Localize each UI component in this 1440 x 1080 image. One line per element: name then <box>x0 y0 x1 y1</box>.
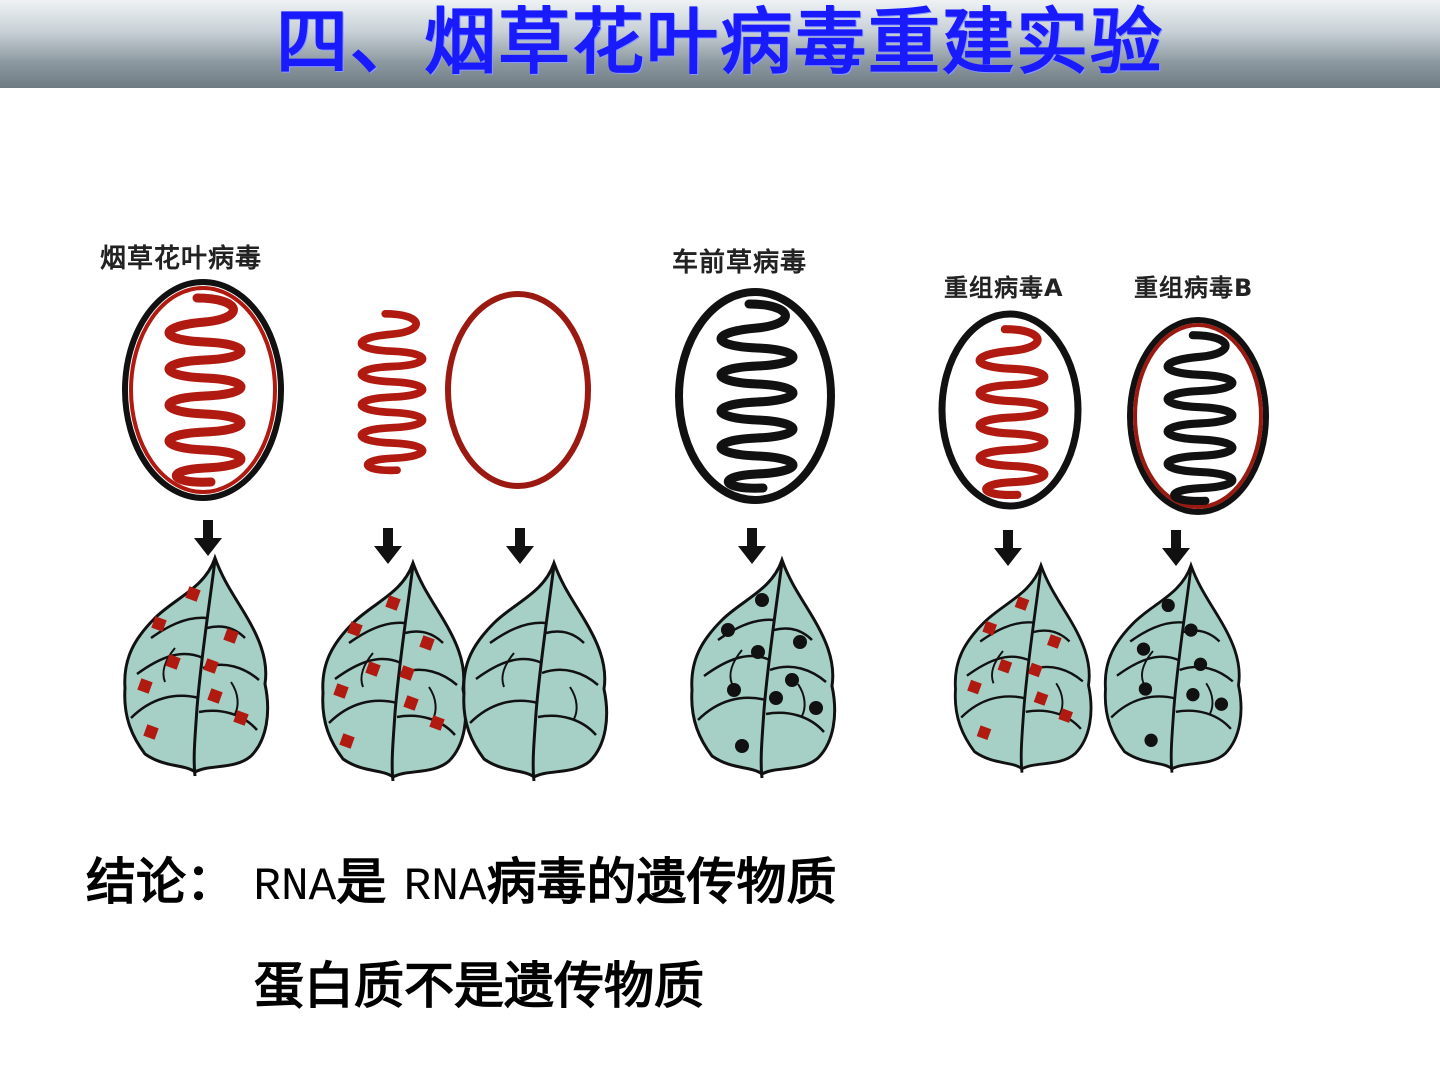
leaf-healthy <box>462 561 609 783</box>
arrow-icon <box>374 528 402 564</box>
label-recombinant-a: 重组病毒A <box>944 274 1064 302</box>
tmv-protein-capsule <box>445 291 591 489</box>
conclusion-is: 是 <box>336 852 387 911</box>
arrow-icon <box>994 530 1022 566</box>
conclusion-rest: 病毒的遗传物质 <box>486 852 837 911</box>
leaf-red-lesions <box>123 556 270 778</box>
tmv-rna-coil <box>361 314 422 471</box>
leaf-black-lesions <box>690 558 837 780</box>
arrow-icon <box>738 528 766 564</box>
hrv-virus <box>675 288 835 504</box>
conclusion-line-1: 结论： RNA是 RNA病毒的遗传物质 <box>86 842 837 914</box>
label-recombinant-b: 重组病毒B <box>1134 274 1254 302</box>
tmv-virus <box>122 279 284 501</box>
arrow-icon <box>506 528 534 564</box>
rna-term: RNA <box>253 861 337 913</box>
leaf-red-lesions <box>321 561 468 783</box>
arrow-icon <box>1162 530 1190 566</box>
slide-title: 四、烟草花叶病毒重建实验 <box>275 0 1164 84</box>
leaf-red-lesions <box>953 564 1093 775</box>
recombinant-virus-a <box>938 310 1082 510</box>
leaf-black-lesions <box>1103 564 1243 775</box>
conclusion-prefix: 结论： <box>86 852 236 911</box>
label-tmv: 烟草花叶病毒 <box>100 244 263 274</box>
recombinant-virus-b <box>1127 317 1269 515</box>
rna-term: RNA <box>403 861 487 913</box>
conclusion-line-2: 蛋白质不是遗传物质 <box>254 956 704 1015</box>
title-bar <box>0 0 1440 88</box>
arrow-icon <box>194 520 222 556</box>
label-hrv: 车前草病毒 <box>672 248 808 278</box>
